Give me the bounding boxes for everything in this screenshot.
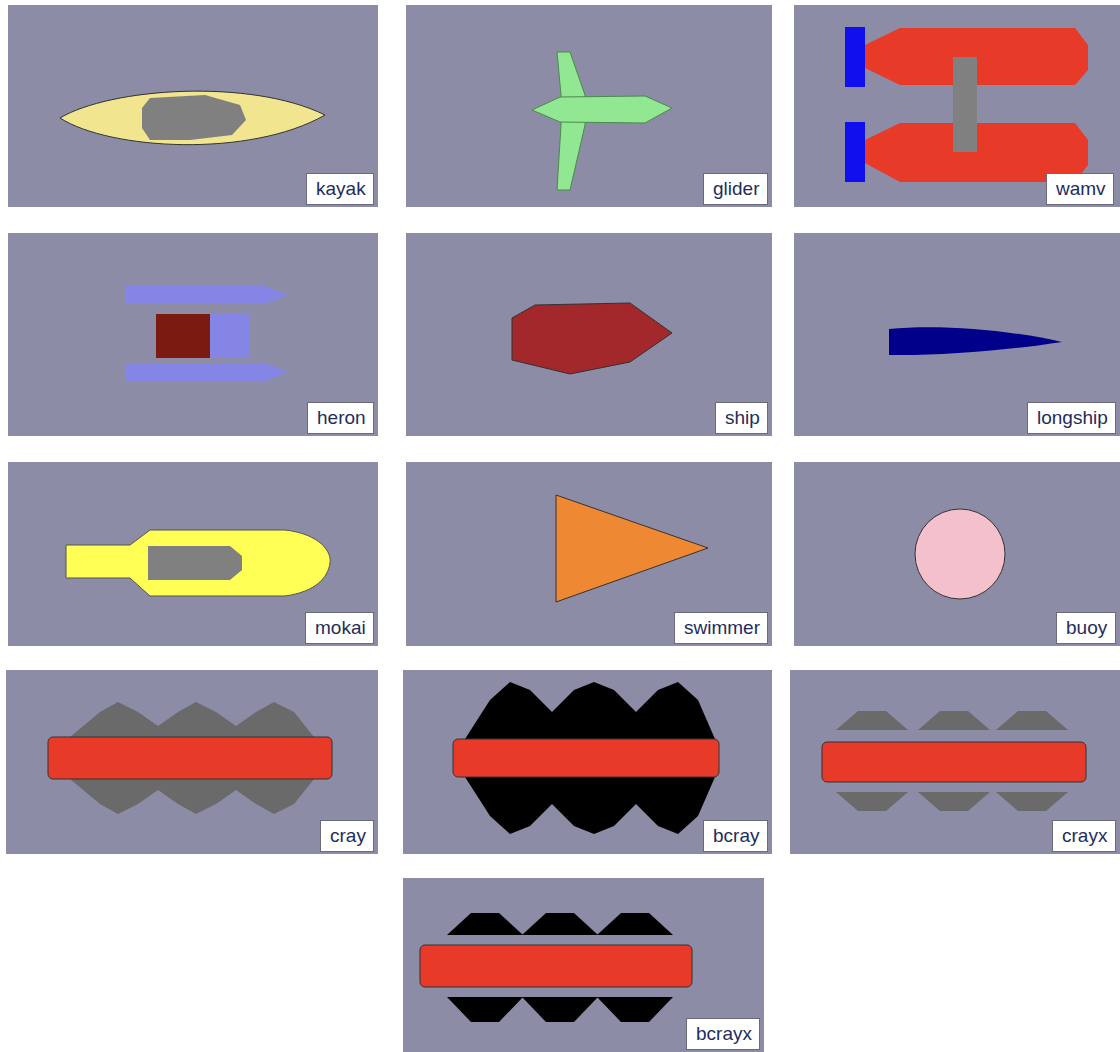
- vehicle-name: bcray: [713, 825, 767, 847]
- name-tag: heron: [307, 402, 374, 434]
- cray-wings: [70, 702, 314, 737]
- vehicle-name: kayak: [316, 178, 373, 200]
- name-tag: longship: [1027, 402, 1116, 434]
- name-tag: crayx: [1052, 820, 1116, 852]
- name-tag: ship: [715, 402, 768, 434]
- heron-hull: [125, 286, 288, 304]
- crayx-body: [822, 742, 1086, 782]
- panel-grounds: [6, 5, 1120, 1052]
- vehicle-name: glider: [713, 178, 767, 200]
- mokai-hull: [66, 530, 330, 596]
- heron-hull: [125, 363, 288, 381]
- vehicle-name: wamv: [1056, 178, 1113, 200]
- name-tag: wamv: [1046, 173, 1114, 205]
- cray-wings: [70, 779, 314, 814]
- vehicle-name: ship: [725, 407, 767, 429]
- wamv-deck: [953, 57, 977, 152]
- vehicle-name: cray: [330, 825, 373, 847]
- name-tag: buoy: [1056, 612, 1116, 644]
- buoy-circle: [915, 509, 1005, 599]
- ship-hull: [512, 303, 672, 374]
- heron-deck: [210, 314, 250, 358]
- swimmer-triangle: [556, 495, 708, 602]
- name-tag: kayak: [306, 173, 374, 205]
- name-tag: bcrayx: [686, 1018, 760, 1050]
- bcrayx-body: [420, 945, 692, 987]
- wamv-motor: [845, 122, 865, 182]
- vehicle-name: crayx: [1062, 825, 1115, 847]
- name-tag: mokai: [305, 612, 374, 644]
- mokai-cockpit: [148, 546, 242, 580]
- vehicle-name: longship: [1037, 407, 1115, 429]
- name-tag: glider: [703, 173, 768, 205]
- vehicle-name: mokai: [315, 617, 373, 639]
- name-tag: cray: [320, 820, 374, 852]
- bcray-wings: [465, 682, 715, 739]
- bcray-wings: [465, 777, 715, 834]
- name-tag: swimmer: [674, 612, 768, 644]
- bcray-body: [453, 739, 719, 777]
- vehicle-name: buoy: [1066, 617, 1115, 639]
- cray-body: [48, 737, 332, 779]
- glider-body: [532, 96, 672, 123]
- heron-box: [156, 314, 210, 358]
- vehicle-name: swimmer: [684, 617, 767, 639]
- name-tag: bcray: [703, 820, 768, 852]
- longship-hull: [889, 327, 1062, 355]
- kayak-hull: [60, 91, 325, 145]
- kayak-cockpit: [142, 95, 246, 140]
- vehicle-name: heron: [317, 407, 373, 429]
- vehicle-name: bcrayx: [696, 1023, 759, 1045]
- wamv-motor: [845, 27, 865, 87]
